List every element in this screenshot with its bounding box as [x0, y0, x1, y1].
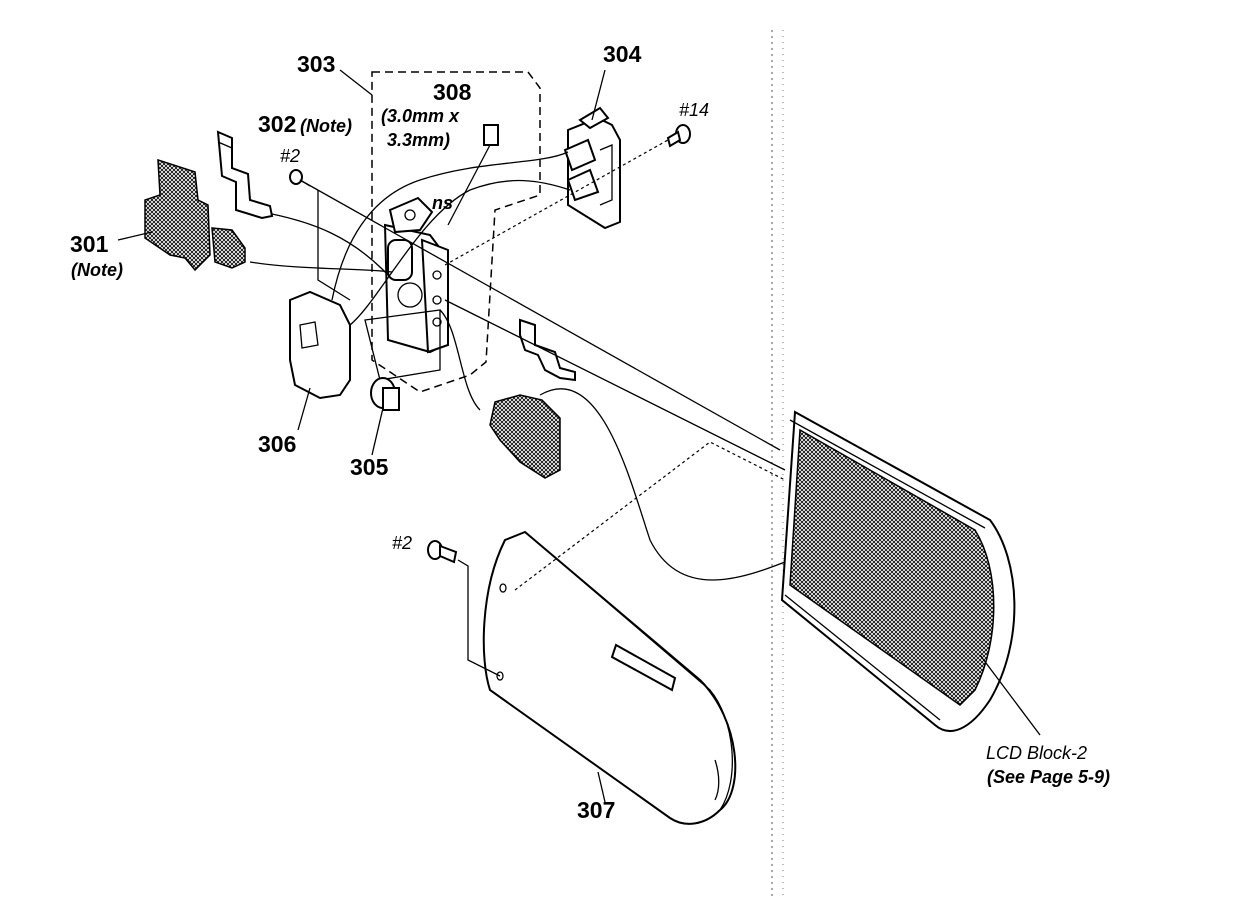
- label-306: 306: [258, 431, 296, 457]
- label-308: 308: [433, 79, 472, 105]
- label-301-note: (Note): [71, 260, 123, 280]
- flex-cable-right: [519, 318, 576, 382]
- hinge-part-305: [370, 377, 400, 411]
- screw-14: [666, 124, 691, 148]
- label-screw-2-top: #2: [280, 146, 300, 166]
- label-302-note: (Note): [300, 116, 352, 136]
- hinge-cover-306: [289, 290, 351, 400]
- label-sticker-308: [483, 124, 499, 146]
- label-301: 301: [70, 231, 109, 257]
- lcd-cover-307: [482, 530, 737, 825]
- label-screw-14: #14: [679, 100, 709, 120]
- shield-sheet-301: [144, 158, 246, 272]
- label-304: 304: [603, 41, 642, 67]
- label-308-dim2: 3.3mm): [387, 130, 450, 150]
- label-307: 307: [577, 797, 615, 823]
- flex-cable-302: [216, 130, 274, 220]
- label-308-dim1: (3.0mm x: [381, 106, 460, 126]
- label-303: 303: [297, 51, 335, 77]
- label-lcd-see-page: (See Page 5-9): [987, 767, 1110, 787]
- label-302: 302: [258, 111, 296, 137]
- label-screw-2-bottom: #2: [392, 533, 412, 553]
- leader-lines: [117, 69, 1041, 803]
- label-ns: ns: [432, 193, 453, 213]
- alignment-line: [514, 441, 786, 591]
- bracket-304: [563, 106, 621, 230]
- connector-lines: [249, 139, 791, 581]
- assembly-303-boundary: [371, 71, 541, 393]
- label-lcd-block: LCD Block-2: [986, 743, 1087, 763]
- shield-sheet-right: [489, 394, 561, 479]
- lcd-block-2: [780, 410, 1016, 732]
- hinge-assembly-303: [364, 196, 449, 381]
- screw-2-bottom: [427, 540, 501, 677]
- label-305: 305: [350, 454, 389, 480]
